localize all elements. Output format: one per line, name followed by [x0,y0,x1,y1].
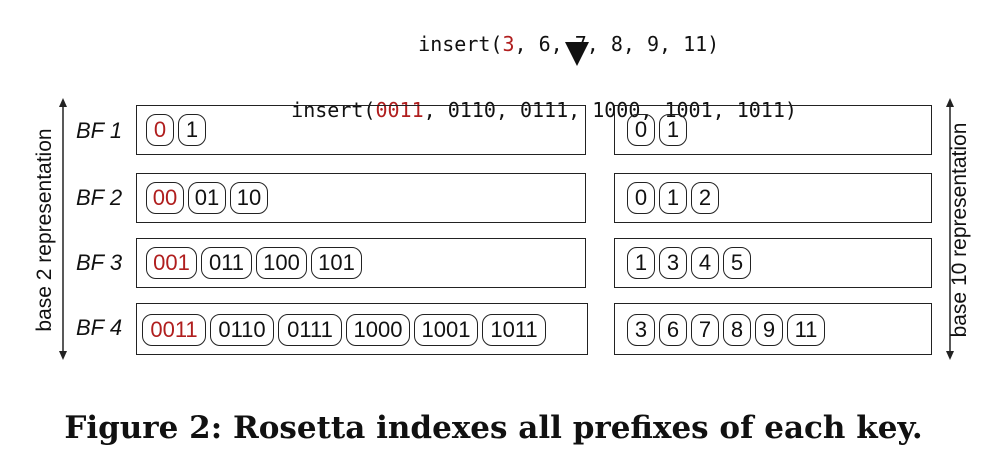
bf3-label: BF 3 [76,250,123,275]
prefix-pill: 10 [230,182,268,214]
prefix-pill: 0111 [278,314,342,346]
left-axis-arrow [59,98,67,360]
prefix-pill: 001 [146,247,197,279]
bf4-label: BF 4 [76,315,123,340]
prefix-pill: 1 [659,182,687,214]
prefix-pill: 0011 [142,314,206,346]
decimal-insert-rest: , 6, 7, 8, 9, 11) [514,32,720,56]
prefix-pill: 7 [691,314,719,346]
prefix-pill: 2 [691,182,719,214]
bf3-base10-box [614,238,932,288]
prefix-pill: 0 [146,114,174,146]
prefix-pill: 3 [659,247,687,279]
prefix-pill: 4 [691,247,719,279]
prefix-pill: 1 [659,114,687,146]
bf2-label: BF 2 [76,185,123,210]
binary-insert-rest: , 0110, 0111, 1000, 1001, 1011) [423,98,797,122]
prefix-pill: 00 [146,182,184,214]
bf2-base2-box [136,173,586,223]
prefix-pill: 1000 [346,314,410,346]
bf1-base10-box [614,105,932,155]
binary-insert-command: insert(0011, 0110, 0111, 1000, 1001, 101… [243,74,797,146]
prefix-pill: 101 [311,247,362,279]
prefix-pill: 11 [787,314,825,346]
prefix-pill: 9 [755,314,783,346]
prefix-pill: 0 [627,182,655,214]
prefix-pill: 6 [659,314,687,346]
binary-insert-highlighted-key: 0011 [375,98,424,122]
bf2-base10-box [614,173,932,223]
right-axis-arrow [946,98,954,360]
prefix-pill: 1001 [414,314,478,346]
prefix-pill: 011 [201,247,252,279]
prefix-pill: 1 [178,114,206,146]
decimal-insert-command: insert(3, 6, 7, 8, 9, 11) [370,8,719,80]
prefix-pill: 01 [188,182,226,214]
prefix-pill: 1011 [482,314,546,346]
decimal-insert-highlighted-key: 3 [502,32,515,56]
prefix-pill: 8 [723,314,751,346]
prefix-pill: 0110 [210,314,274,346]
prefix-pill: 1 [627,247,655,279]
binary-insert-prefix: insert( [291,98,376,122]
prefix-pill: 0 [627,114,655,146]
left-axis-label: base 2 representation [33,128,56,332]
bf1-label: BF 1 [76,118,123,143]
prefix-pill: 100 [256,247,307,279]
prefix-pill: 5 [723,247,751,279]
bf4-base2-box [136,303,588,355]
decimal-insert-prefix: insert( [418,32,503,56]
prefix-pill: 3 [627,314,655,346]
figure-caption: Figure 2: Rosetta indexes all prefixes o… [64,410,923,446]
bf4-base10-box [614,303,932,355]
right-axis-label: base 10 representation [948,122,971,338]
bf3-base2-box [136,238,586,288]
down-arrow-icon [565,42,589,66]
bf1-base2-box [136,105,586,155]
